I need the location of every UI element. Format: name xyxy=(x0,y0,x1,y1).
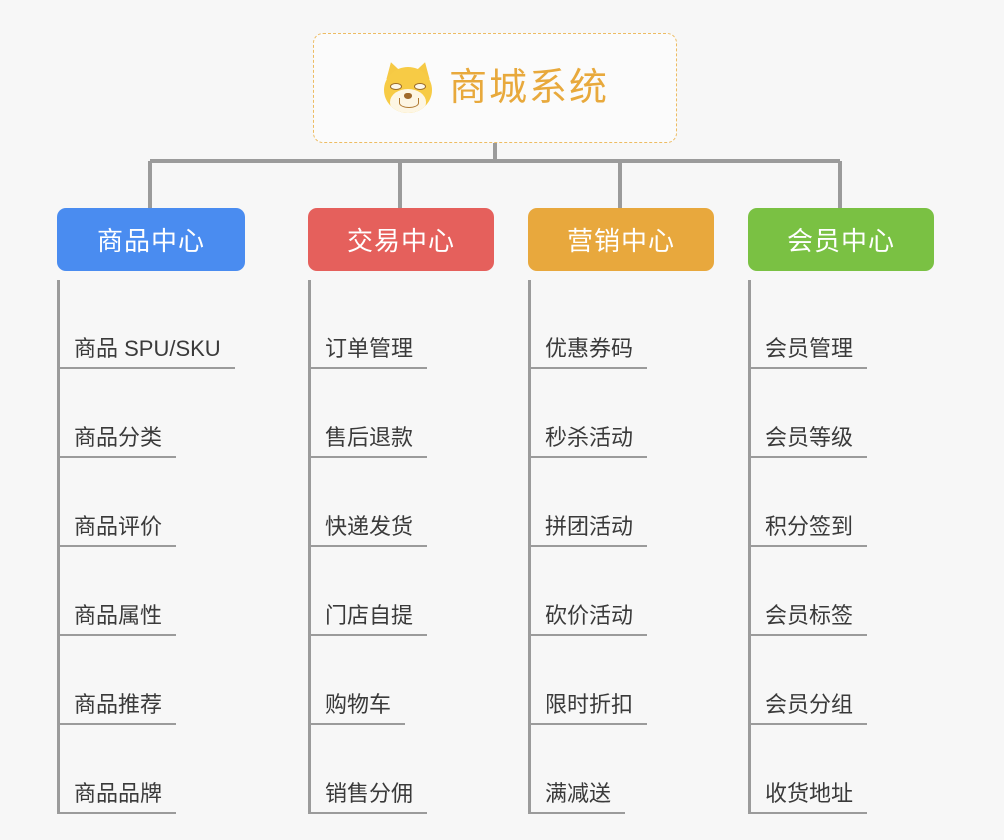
branch-column: 营销中心优惠券码秒杀活动拼团活动砍价活动限时折扣满减送 xyxy=(528,208,714,814)
leaf-item[interactable]: 门店自提 xyxy=(311,547,494,636)
leaf-item[interactable]: 拼团活动 xyxy=(531,458,714,547)
leaf-item-label: 满减送 xyxy=(531,776,626,814)
branch-header-3[interactable]: 营销中心 xyxy=(528,208,714,271)
leaf-item-label: 会员管理 xyxy=(751,331,868,369)
leaf-item-label: 售后退款 xyxy=(311,420,428,458)
leaf-item[interactable]: 积分签到 xyxy=(751,458,934,547)
leaf-item[interactable]: 收货地址 xyxy=(751,725,934,814)
leaf-item-label: 销售分佣 xyxy=(311,776,428,814)
root-title: 商城系统 xyxy=(448,67,609,109)
leaf-item-label: 会员等级 xyxy=(751,420,868,458)
leaf-item[interactable]: 售后退款 xyxy=(311,369,494,458)
leaf-item[interactable]: 会员标签 xyxy=(751,547,934,636)
leaf-item[interactable]: 销售分佣 xyxy=(311,725,494,814)
branch-column: 交易中心订单管理售后退款快递发货门店自提购物车销售分佣 xyxy=(308,208,494,814)
leaf-item-label: 会员标签 xyxy=(751,598,868,636)
leaf-item-label: 快递发货 xyxy=(311,509,428,547)
leaf-item-label: 优惠券码 xyxy=(531,331,648,369)
root-node[interactable]: 商城系统 xyxy=(313,33,677,143)
leaf-item-label: 收货地址 xyxy=(751,776,868,814)
leaf-item[interactable]: 会员分组 xyxy=(751,636,934,725)
leaf-item[interactable]: 商品推荐 xyxy=(60,636,245,725)
leaf-item-label: 商品 SPU/SKU xyxy=(60,331,235,369)
leaf-item[interactable]: 会员管理 xyxy=(751,280,934,369)
branch-column: 商品中心商品 SPU/SKU 商品分类商品评价商品属性商品推荐商品品牌 xyxy=(57,208,245,814)
leaf-item-label: 商品分类 xyxy=(60,420,177,458)
leaf-item[interactable]: 商品 SPU/SKU xyxy=(60,280,245,369)
branch-header-4[interactable]: 会员中心 xyxy=(748,208,934,271)
leaf-item-label: 订单管理 xyxy=(311,331,428,369)
leaf-item-label: 商品推荐 xyxy=(60,687,177,725)
leaf-item-label: 商品品牌 xyxy=(60,776,177,814)
leaf-item-label: 秒杀活动 xyxy=(531,420,648,458)
leaf-item[interactable]: 满减送 xyxy=(531,725,714,814)
branch-items: 商品 SPU/SKU 商品分类商品评价商品属性商品推荐商品品牌 xyxy=(57,280,245,814)
shiba-dog-face-icon xyxy=(381,59,435,115)
leaf-item[interactable]: 订单管理 xyxy=(311,280,494,369)
branch-header-2[interactable]: 交易中心 xyxy=(308,208,494,271)
leaf-item-label: 商品属性 xyxy=(60,598,177,636)
leaf-item[interactable]: 商品分类 xyxy=(60,369,245,458)
leaf-item[interactable]: 商品品牌 xyxy=(60,725,245,814)
leaf-item[interactable]: 商品评价 xyxy=(60,458,245,547)
leaf-item[interactable]: 限时折扣 xyxy=(531,636,714,725)
leaf-item-label: 限时折扣 xyxy=(531,687,648,725)
leaf-item[interactable]: 商品属性 xyxy=(60,547,245,636)
leaf-item[interactable]: 优惠券码 xyxy=(531,280,714,369)
leaf-item[interactable]: 会员等级 xyxy=(751,369,934,458)
leaf-item-label: 门店自提 xyxy=(311,598,428,636)
leaf-item[interactable]: 秒杀活动 xyxy=(531,369,714,458)
leaf-item-label: 商品评价 xyxy=(60,509,177,547)
leaf-item[interactable]: 购物车 xyxy=(311,636,494,725)
branch-items: 会员管理会员等级积分签到会员标签会员分组收货地址 xyxy=(748,280,934,814)
branch-column: 会员中心会员管理会员等级积分签到会员标签会员分组收货地址 xyxy=(748,208,934,814)
branch-items: 优惠券码秒杀活动拼团活动砍价活动限时折扣满减送 xyxy=(528,280,714,814)
leaf-item-label: 会员分组 xyxy=(751,687,868,725)
leaf-item-label: 砍价活动 xyxy=(531,598,648,636)
leaf-item[interactable]: 砍价活动 xyxy=(531,547,714,636)
leaf-item-label: 积分签到 xyxy=(751,509,868,547)
branch-header-1[interactable]: 商品中心 xyxy=(57,208,245,271)
leaf-item[interactable]: 快递发货 xyxy=(311,458,494,547)
leaf-item-label: 购物车 xyxy=(311,687,406,725)
leaf-item-label: 拼团活动 xyxy=(531,509,648,547)
branch-items: 订单管理售后退款快递发货门店自提购物车销售分佣 xyxy=(308,280,494,814)
